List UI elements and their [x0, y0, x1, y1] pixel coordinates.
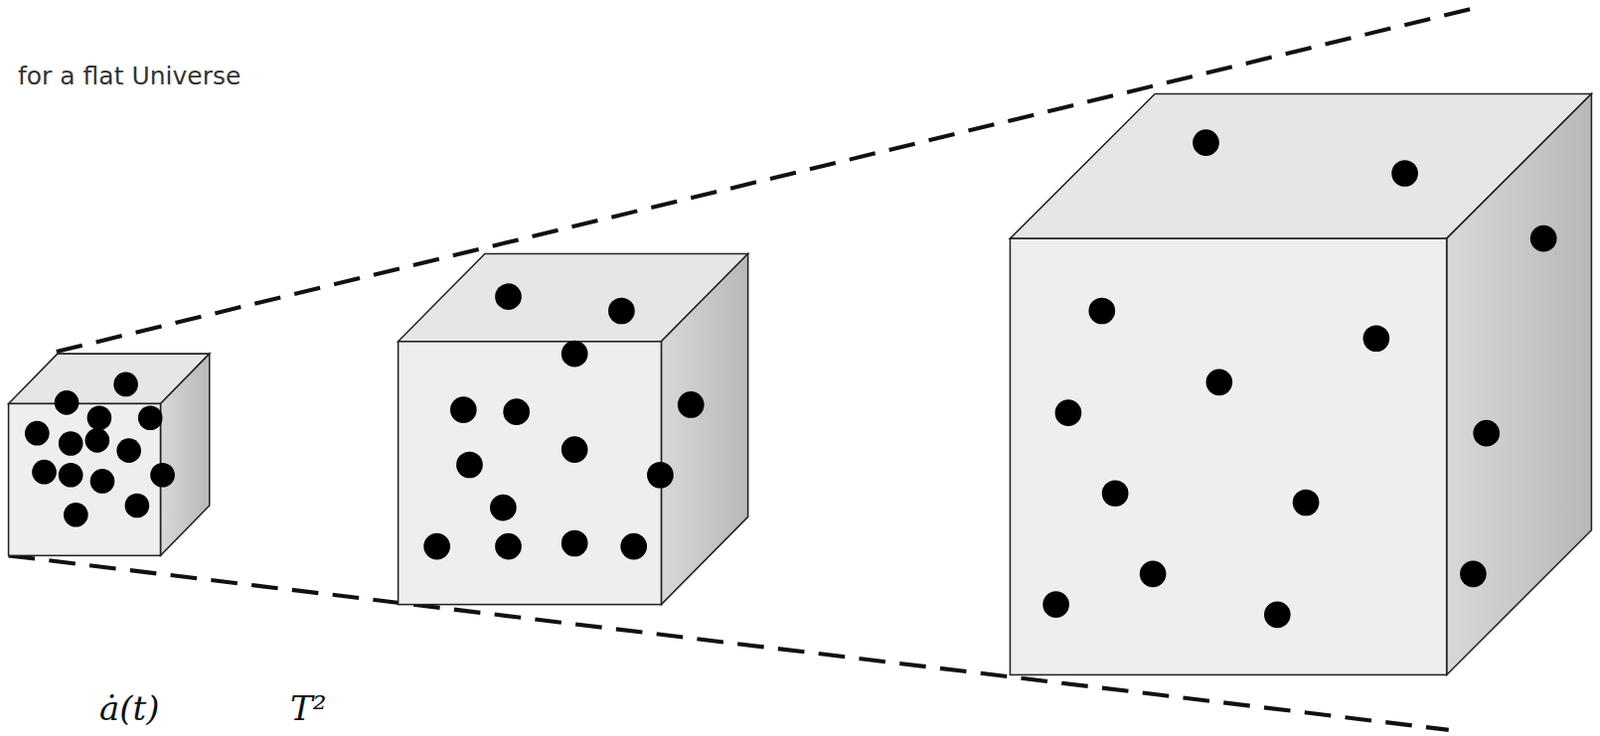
particle-dots — [1042, 129, 1557, 629]
small-cube — [8, 353, 210, 556]
particle-dots — [423, 283, 704, 560]
formula-fragment: ȧ(t) — [99, 688, 160, 729]
caption-note: for a flat Universe — [17, 61, 241, 91]
formula-fragment: T² — [290, 688, 326, 729]
particle-dots — [24, 372, 175, 528]
large-cube — [1009, 93, 1592, 675]
medium-cube — [398, 254, 749, 606]
